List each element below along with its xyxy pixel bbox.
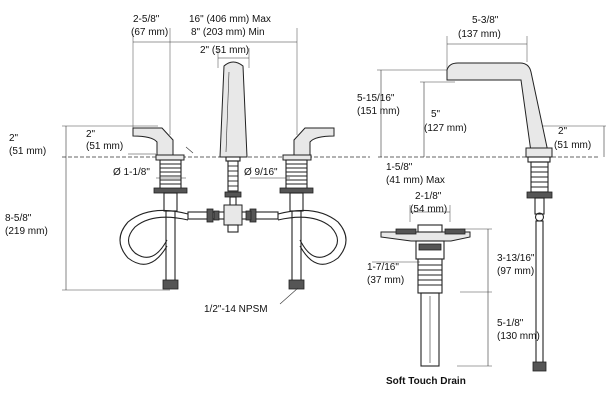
reach-in-label: 5-3/8" <box>472 15 499 26</box>
drain-stopper <box>417 224 443 233</box>
deck-max-in-label: 1-5/8" <box>386 162 413 173</box>
drain-pop-up-right <box>444 228 466 235</box>
outlet-height-in-label: 5" <box>431 109 441 120</box>
right-hose-loop-inner <box>277 216 339 258</box>
spout-hole-label: Ø 9/16" <box>244 167 278 178</box>
spout-offset-in-label: 2-5/8" <box>133 14 160 25</box>
handle-hole-label: Ø 1-1/8" <box>113 167 150 178</box>
thread-label: 1/2"-14 NPSM <box>204 304 268 315</box>
tee-ring <box>245 210 252 221</box>
right-handle <box>293 127 335 156</box>
tee-body <box>223 204 243 226</box>
spout-base <box>225 156 241 162</box>
drain-threads <box>418 264 442 286</box>
left-mount-nut <box>153 187 188 194</box>
side-threads <box>531 166 548 188</box>
deck-max-mm-label: (41 mm) Max <box>386 175 445 186</box>
side-gasket <box>527 156 551 163</box>
spread-min-label: 8" (203 mm) Min <box>191 27 265 38</box>
spout-height-in-label: 5-15/16" <box>357 93 395 104</box>
reach-mm-label: (137 mm) <box>458 29 501 40</box>
drain-top-in-label: 3-13/16" <box>497 253 535 264</box>
right-handle-base <box>282 154 312 161</box>
spout <box>219 61 248 158</box>
right-mount-nut <box>279 187 314 194</box>
leader-line <box>185 146 194 154</box>
below-deck-in-label: 8-5/8" <box>5 213 32 224</box>
drain-flange-in-label: 2-1/8" <box>415 191 442 202</box>
drain-view <box>372 205 492 367</box>
left-valve-threads <box>160 163 181 185</box>
right-valve-stem <box>289 192 304 212</box>
drain-tail-in-label: 5-1/8" <box>497 318 524 329</box>
side-base <box>525 147 553 158</box>
drain-top-mm-label: (97 mm) <box>497 266 534 277</box>
drain-tailpiece <box>420 292 440 367</box>
handle-height-mm-label: (51 mm) <box>86 141 123 152</box>
left-handle <box>132 127 174 156</box>
left-hose-loop-inner <box>127 216 189 258</box>
left-hose-loop-outer <box>119 209 189 265</box>
left-supply-tube <box>165 210 176 284</box>
spread-max-label: 16" (406 mm) Max <box>189 14 271 25</box>
side-spout <box>446 62 549 153</box>
drain-flange-mm-label: (54 mm) <box>410 204 447 215</box>
right-supply-nut <box>288 279 305 290</box>
drain-tail-mm-label: (130 mm) <box>497 331 540 342</box>
base-height-in-label: 2" <box>9 133 19 144</box>
outlet-height-mm-label: (127 mm) <box>424 123 467 134</box>
spout-highlight <box>225 71 230 153</box>
base-height-mm-label: (51 mm) <box>9 146 46 157</box>
tee-outlet <box>227 224 239 233</box>
drain-threaded-body <box>417 258 443 294</box>
side-base-in-label: 2" <box>558 126 568 137</box>
below-deck-mm-label: (219 mm) <box>5 226 48 237</box>
tee-nut-left <box>206 208 214 223</box>
right-supply-tube <box>291 210 302 284</box>
side-view <box>377 36 606 372</box>
side-nut <box>526 191 553 199</box>
spout-offset-mm-label: (67 mm) <box>131 27 168 38</box>
drain-gasket <box>418 243 442 251</box>
handle-height-in-label: 2" <box>86 129 96 140</box>
drain-pop-up-left <box>395 228 417 235</box>
side-base-mm-label: (51 mm) <box>554 140 591 151</box>
dimension-labels: 2-5/8" (67 mm) 16" (406 mm) Max 8" (203 … <box>5 14 591 387</box>
side-supply-nut <box>532 361 547 372</box>
front-view <box>62 28 370 305</box>
spout-nut <box>224 191 242 198</box>
drain-body-mm-label: (37 mm) <box>367 275 404 286</box>
spout-threads <box>228 165 238 187</box>
side-stem <box>534 197 545 215</box>
leader-line <box>279 287 299 305</box>
right-valve-threads <box>286 163 307 185</box>
right-hose-loop-outer <box>277 209 347 265</box>
spout-height-mm-label: (151 mm) <box>357 106 400 117</box>
drain-caption: Soft Touch Drain <box>386 376 466 387</box>
left-supply-nut <box>162 279 179 290</box>
left-handle-base <box>155 154 185 161</box>
left-valve-stem <box>163 192 178 212</box>
tee-ring <box>213 210 220 221</box>
spout-width-label: 2" (51 mm) <box>200 45 249 56</box>
drain-body-in-label: 1-7/16" <box>367 262 399 273</box>
